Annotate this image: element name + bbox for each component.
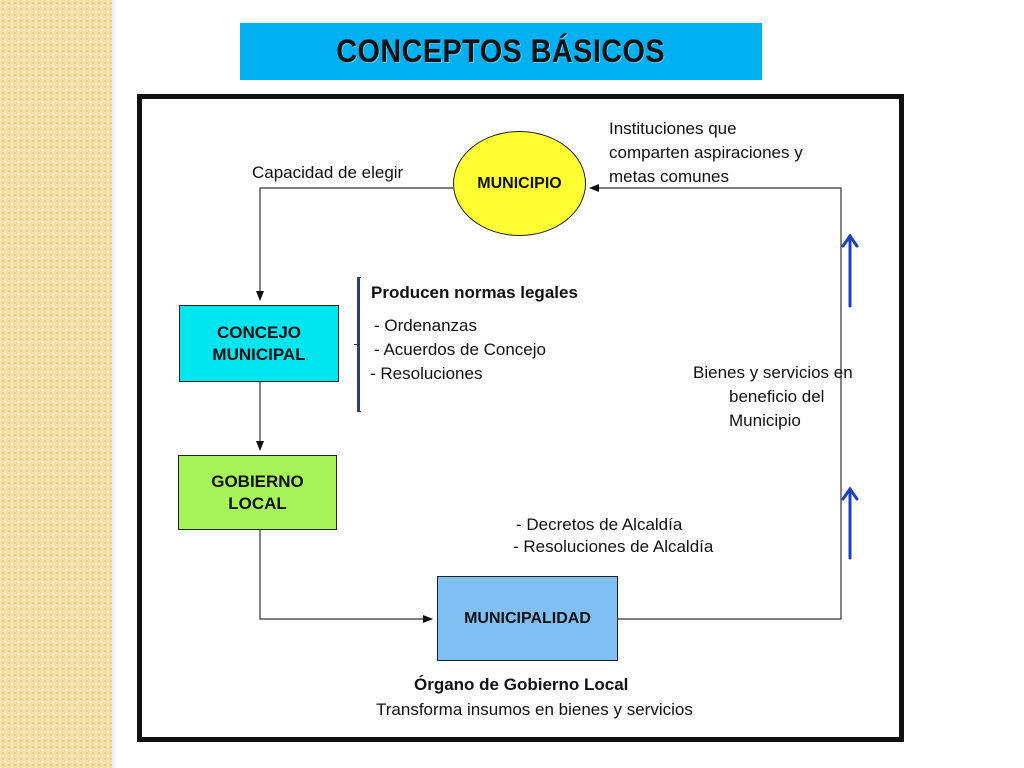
label-norma-resoluciones: - Resoluciones (370, 364, 483, 383)
up-arrow-top (841, 233, 859, 308)
node-municipio: MUNICIPIO (453, 131, 586, 236)
label-norma-ordenanzas: - Ordenanzas (374, 316, 477, 335)
label-bienes-line-1: Bienes y servicios en (693, 363, 853, 382)
label-instituciones-line-2: comparten aspiraciones y (609, 143, 803, 162)
decorative-side-strip (0, 0, 118, 768)
normas-bracket-tick (354, 344, 359, 345)
arrow-gobierno-to-municipalidad (259, 530, 433, 623)
label-bienes-line-3: Municipio (729, 411, 801, 430)
label-resoluciones-alcaldia: - Resoluciones de Alcaldía (513, 537, 714, 556)
label-decretos-alcaldia: - Decretos de Alcaldía (516, 515, 683, 534)
label-organo-gobierno-local: Órgano de Gobierno Local (414, 675, 629, 694)
label-instituciones-line-3: metas comunes (609, 167, 729, 186)
node-municipalidad: MUNICIPALIDAD (437, 576, 618, 661)
page-title: CONCEPTOS BÁSICOS (336, 33, 666, 69)
arrow-municipalidad-to-municipio (589, 184, 842, 620)
label-producen-normas: Producen normas legales (371, 283, 578, 302)
label-norma-acuerdos: - Acuerdos de Concejo (374, 340, 546, 359)
node-gobierno-local: GOBIERNO LOCAL (178, 455, 337, 530)
arrow-municipio-to-concejo (256, 187, 453, 301)
node-concejo-municipal: CONCEJO MUNICIPAL (179, 305, 339, 382)
label-transforma-insumos: Transforma insumos en bienes y servicios (376, 700, 693, 719)
label-capacidad-de-elegir: Capacidad de elegir (252, 163, 404, 182)
title-banner: CONCEPTOS BÁSICOS (240, 23, 762, 80)
label-instituciones-line-1: Instituciones que (609, 119, 737, 138)
up-arrow-bottom (841, 486, 859, 560)
label-bienes-line-2: beneficio del (729, 387, 825, 406)
